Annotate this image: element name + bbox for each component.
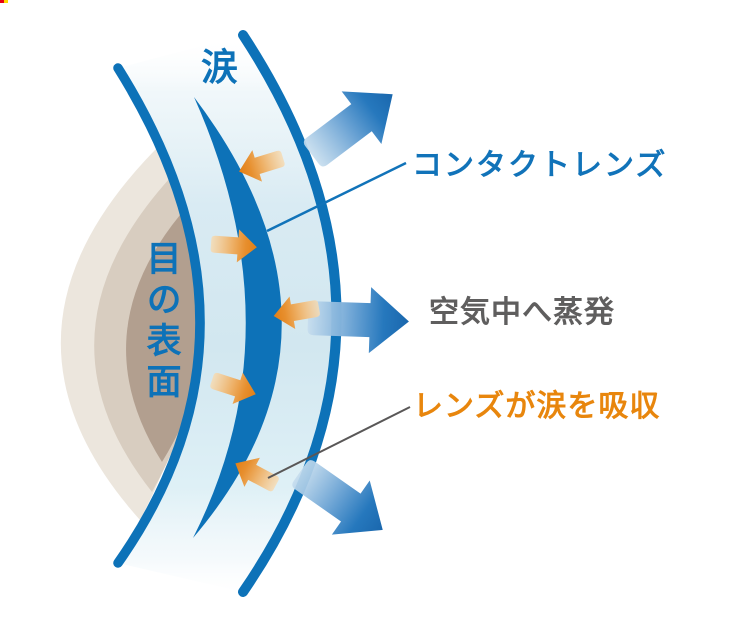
absorb-leader-line xyxy=(267,406,411,479)
contact-lens-shape xyxy=(193,97,282,538)
eye-layer-inner xyxy=(126,215,207,462)
lens-absorbs-tears-label: レンズが涙を吸収 xyxy=(413,389,661,424)
eye-surface-layers xyxy=(60,140,207,520)
tear-film-inner-edge xyxy=(113,63,205,568)
contact-lens-leader-line xyxy=(266,161,407,233)
corner-artifact xyxy=(0,0,8,3)
evaporation-label: 空気中へ蒸発 xyxy=(429,295,615,330)
tears-label: 涙 xyxy=(201,46,238,89)
contact-lens-label: コンタクトレンズ xyxy=(412,148,668,183)
eye-surface-label: 目の表面 xyxy=(140,240,181,404)
